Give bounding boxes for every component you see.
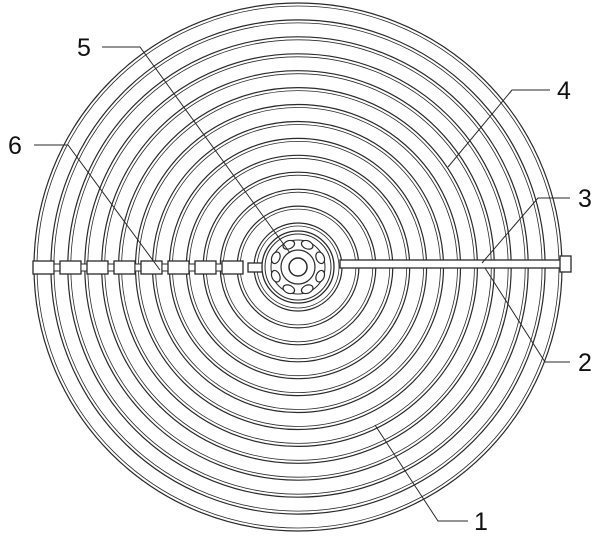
arm-segment-2 xyxy=(60,261,81,274)
arm-segment-4 xyxy=(114,261,135,274)
central-hub xyxy=(262,231,334,303)
leader-line-1 xyxy=(375,425,468,521)
arm-segment-link-7 xyxy=(216,264,222,271)
right-arm-rod xyxy=(340,256,571,272)
arm-segment-6 xyxy=(168,261,189,274)
leader-line-6 xyxy=(34,145,160,270)
label-1: 1 xyxy=(474,508,488,536)
label-5: 5 xyxy=(77,34,91,62)
label-6: 6 xyxy=(8,132,22,160)
right-arm-bar xyxy=(340,260,566,268)
arm-segment-7 xyxy=(195,261,216,274)
arm-segment-link-3 xyxy=(108,264,114,271)
arm-segment-link-5 xyxy=(162,264,168,271)
label-2: 2 xyxy=(578,349,592,377)
arm-segment-3 xyxy=(87,261,108,274)
hub-axle xyxy=(289,258,307,276)
arm-segment-link-4 xyxy=(135,264,141,271)
arm-segment-1 xyxy=(33,261,54,274)
left-arm-rod xyxy=(33,261,290,274)
arm-segment-8 xyxy=(222,261,243,274)
left-arm-segments xyxy=(33,261,243,274)
label-3: 3 xyxy=(578,185,592,213)
label-4: 4 xyxy=(557,77,571,105)
right-arm-end-cap xyxy=(560,256,571,272)
arm-segment-link-2 xyxy=(81,264,87,271)
arm-segment-link-6 xyxy=(189,264,195,271)
arm-segment-5 xyxy=(141,261,162,274)
arm-segment-link-1 xyxy=(54,264,60,271)
